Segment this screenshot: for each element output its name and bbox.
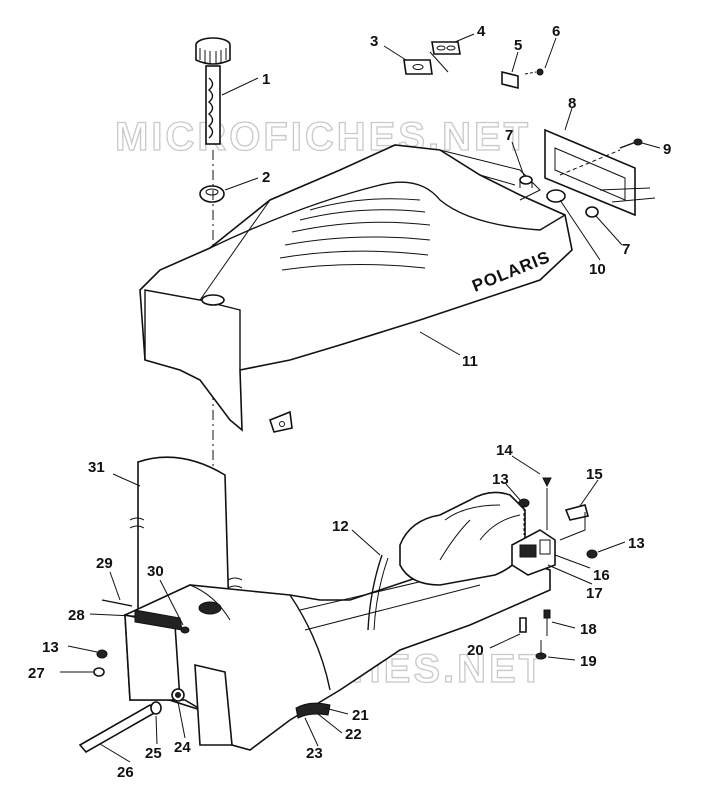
nut-13-right[interactable] xyxy=(586,549,598,559)
callout-10: 10 xyxy=(589,261,606,278)
callout-13-right: 13 xyxy=(628,535,645,552)
plate-5[interactable] xyxy=(501,70,519,90)
fastener-group-21-23[interactable] xyxy=(295,702,331,719)
callout-7-upper: 7 xyxy=(505,127,513,144)
fuel-tank[interactable] xyxy=(124,559,551,751)
decal-3[interactable] xyxy=(403,59,433,75)
spacer-7-lower[interactable] xyxy=(585,206,599,218)
callout-28: 28 xyxy=(68,607,85,624)
callout-9: 9 xyxy=(663,141,671,158)
callout-13-left: 13 xyxy=(42,639,59,656)
callout-24: 24 xyxy=(174,739,191,756)
callout-11: 11 xyxy=(462,353,478,370)
seat-cushion-rear[interactable] xyxy=(399,491,526,586)
callout-22: 22 xyxy=(345,726,362,743)
callout-18: 18 xyxy=(580,621,597,638)
callout-26: 26 xyxy=(117,764,134,781)
callout-14: 14 xyxy=(496,442,513,459)
callout-27: 27 xyxy=(28,665,45,682)
callout-19: 19 xyxy=(580,653,597,670)
callout-20: 20 xyxy=(467,642,484,659)
callout-16: 16 xyxy=(593,567,610,584)
callout-17: 17 xyxy=(586,585,603,602)
screw-30[interactable] xyxy=(180,626,190,634)
clamp-25[interactable] xyxy=(150,701,162,715)
callout-25: 25 xyxy=(145,745,162,762)
stud-20[interactable] xyxy=(519,617,527,633)
grommet[interactable] xyxy=(199,185,225,203)
bolt-18[interactable] xyxy=(543,609,551,636)
callout-1: 1 xyxy=(262,71,270,88)
decal-4[interactable] xyxy=(429,41,461,73)
callout-21: 21 xyxy=(352,707,369,724)
callout-7-lower: 7 xyxy=(622,241,630,258)
seat[interactable] xyxy=(139,144,573,433)
callout-23: 23 xyxy=(306,745,323,762)
callout-15: 15 xyxy=(586,466,603,483)
cable-12[interactable] xyxy=(367,554,389,631)
clip-15[interactable] xyxy=(559,504,589,541)
washer-27[interactable] xyxy=(93,667,105,677)
callout-6: 6 xyxy=(552,23,560,40)
bolt-19[interactable] xyxy=(535,640,547,660)
rivet-6[interactable] xyxy=(524,68,544,76)
callout-29: 29 xyxy=(96,555,113,572)
callout-31: 31 xyxy=(88,459,105,476)
callout-3: 3 xyxy=(370,33,378,50)
callout-13-top: 13 xyxy=(492,471,509,488)
callout-5: 5 xyxy=(514,37,522,54)
bracket-16[interactable] xyxy=(511,529,556,576)
callout-8: 8 xyxy=(568,95,576,112)
callout-4: 4 xyxy=(477,23,486,40)
fitting-24[interactable] xyxy=(171,688,185,702)
nut-13-left[interactable] xyxy=(96,649,108,659)
fuel-cap[interactable] xyxy=(195,37,231,145)
spacer-7-upper[interactable] xyxy=(519,175,533,188)
callouts: 1 2 3 4 5 6 7 7 8 9 10 11 12 13 13 13 14… xyxy=(28,23,671,781)
nut-13-top[interactable] xyxy=(518,498,530,535)
watermark-top: MICROFICHES.NET xyxy=(115,115,531,159)
strap-29[interactable] xyxy=(101,599,133,607)
screw-14[interactable] xyxy=(542,477,552,530)
callout-2: 2 xyxy=(262,169,270,186)
spacer-10[interactable] xyxy=(546,189,566,203)
screw-9[interactable] xyxy=(559,138,643,176)
bracket-8[interactable] xyxy=(544,128,636,217)
leader-lines xyxy=(60,33,661,763)
callout-30: 30 xyxy=(147,563,164,580)
callout-12: 12 xyxy=(332,518,349,535)
